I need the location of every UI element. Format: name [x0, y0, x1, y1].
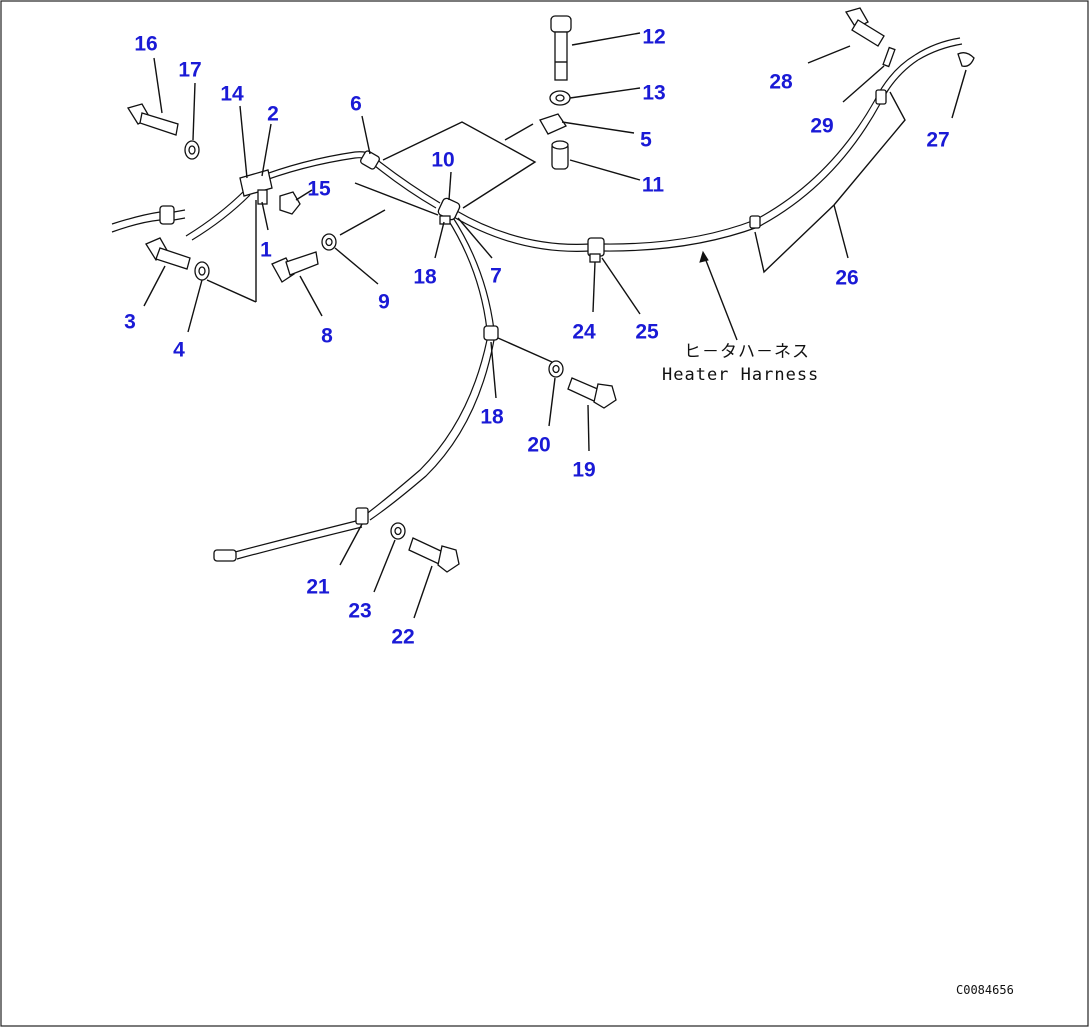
callout-9: 9	[378, 291, 390, 314]
callout-15: 15	[307, 178, 331, 201]
callout-28: 28	[769, 71, 793, 94]
drawing-code: C0084656	[956, 983, 1014, 997]
part-17-washer	[184, 140, 200, 160]
part-16-bolt	[126, 103, 179, 136]
callout-16: 16	[134, 33, 157, 56]
callout-25: 25	[635, 321, 659, 344]
caption-english: Heater Harness	[662, 365, 819, 385]
part-15-nut	[279, 191, 301, 215]
callout-18: 18	[413, 266, 437, 289]
callout-5: 5	[640, 129, 652, 152]
part-5-clamp	[539, 113, 567, 135]
part-3-bolt	[145, 237, 191, 270]
part-24-clamp	[587, 237, 605, 263]
callout-21: 21	[306, 576, 330, 599]
part-4-washer	[194, 261, 210, 281]
callout-3: 3	[124, 311, 136, 334]
part-8-bolt	[271, 251, 319, 283]
callout-19: 19	[572, 459, 595, 482]
callout-17: 17	[178, 59, 201, 82]
part-10-clamp	[437, 197, 461, 225]
caption-japanese: ヒ－タハ－ネス	[684, 342, 810, 362]
callout-7: 7	[490, 265, 502, 288]
part-23-washer	[390, 522, 406, 540]
part-9-washer	[321, 233, 337, 251]
callout-13: 13	[642, 82, 665, 105]
callout-4: 4	[173, 339, 185, 362]
leader-lines	[143, 32, 967, 619]
callout-1: 1	[260, 239, 272, 262]
part-6-clamp	[360, 150, 380, 170]
callout-23: 23	[348, 600, 371, 623]
part-21-clamp	[355, 507, 369, 525]
part-19-bolt	[567, 377, 617, 409]
callout-12: 12	[642, 26, 665, 49]
callout-24: 24	[572, 321, 596, 344]
callout-10: 10	[431, 149, 454, 172]
part-28-bolt	[844, 7, 885, 47]
callout-26: 26	[835, 267, 858, 290]
part-26-small-clamps	[749, 89, 887, 229]
part-14-2-bracket	[239, 169, 273, 205]
callout-11: 11	[642, 174, 665, 197]
callout-20: 20	[527, 434, 550, 457]
part-13-washer	[549, 90, 571, 106]
callout-27: 27	[926, 129, 949, 152]
part-20-washer	[548, 360, 564, 378]
heater-harness	[111, 37, 963, 562]
part-29-pin	[882, 46, 896, 68]
callout-6: 6	[350, 93, 362, 116]
part-27-terminal	[957, 52, 975, 67]
callout-18: 18	[480, 406, 504, 429]
part-18-clamp-lower	[483, 325, 499, 341]
callout-2: 2	[267, 103, 279, 126]
callout-22: 22	[391, 626, 414, 649]
callout-29: 29	[810, 115, 833, 138]
part-12-bolt	[550, 15, 572, 81]
part-11-spacer	[551, 140, 569, 170]
part-22-bolt	[408, 537, 460, 573]
callout-14: 14	[220, 83, 244, 106]
callout-8: 8	[321, 325, 333, 348]
